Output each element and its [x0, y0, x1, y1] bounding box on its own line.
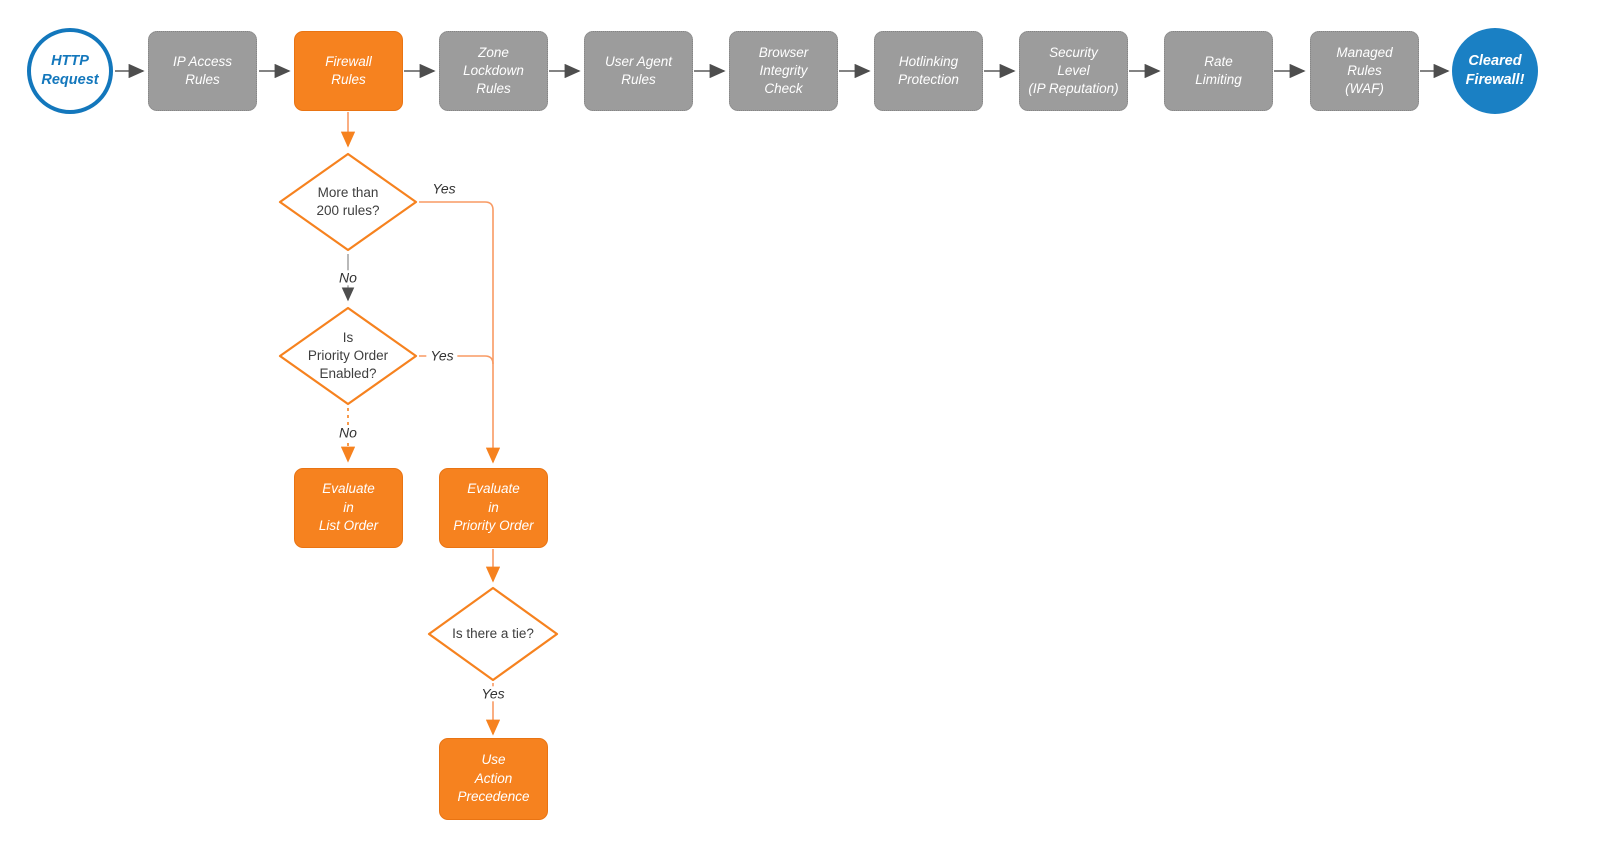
step-ip-access-rules: IP Access Rules — [148, 31, 257, 111]
diamond-shape — [278, 152, 418, 252]
decision-label: More than 200 rules? — [316, 184, 380, 218]
edge-label-yes-3: Yes — [477, 685, 509, 702]
action-label: Evaluate in Priority Order — [453, 481, 534, 534]
step-security-level: Security Level (IP Reputation) — [1019, 31, 1128, 111]
step-label: IP Access Rules — [172, 54, 233, 87]
step-zone-lockdown-rules: Zone Lockdown Rules — [439, 31, 548, 111]
step-label: Hotlinking Protection — [898, 54, 959, 87]
step-firewall-rules: Firewall Rules — [294, 31, 403, 111]
decision-more-than-200-rules: More than 200 rules? — [278, 152, 418, 252]
step-label: Security Level (IP Reputation) — [1028, 45, 1119, 96]
decision-label: Is Priority Order Enabled? — [307, 329, 389, 382]
decision-label: Is there a tie? — [452, 625, 534, 641]
action-evaluate-in-priority-order: Evaluate in Priority Order — [439, 468, 548, 548]
decision-priority-order-enabled: Is Priority Order Enabled? — [278, 306, 418, 406]
action-use-action-precedence: Use Action Precedence — [439, 738, 548, 820]
step-user-agent-rules: User Agent Rules — [584, 31, 693, 111]
action-label: Evaluate in List Order — [318, 481, 379, 534]
step-browser-integrity-check: Browser Integrity Check — [729, 31, 838, 111]
step-hotlinking-protection: Hotlinking Protection — [874, 31, 983, 111]
step-label: Managed Rules (WAF) — [1336, 45, 1393, 96]
start-node-http-request: HTTP Request — [27, 28, 113, 114]
end-node-cleared-firewall: Cleared Firewall! — [1452, 28, 1538, 114]
diamond-shape — [427, 586, 559, 682]
step-label: Zone Lockdown Rules — [463, 45, 524, 96]
action-label: Use Action Precedence — [457, 752, 530, 805]
start-node-label: HTTP Request — [41, 53, 99, 88]
edge-label-no-1: No — [335, 269, 361, 286]
step-managed-rules-waf: Managed Rules (WAF) — [1310, 31, 1419, 111]
edge-label-yes-2: Yes — [426, 347, 458, 364]
step-rate-limiting: Rate Limiting — [1164, 31, 1273, 111]
step-label: Firewall Rules — [325, 54, 372, 87]
step-label: Rate Limiting — [1195, 54, 1242, 87]
decision-is-there-a-tie: Is there a tie? — [427, 586, 559, 682]
edge-label-no-2: No — [335, 424, 361, 441]
step-label: Browser Integrity Check — [758, 45, 809, 96]
step-label: User Agent Rules — [604, 54, 673, 87]
end-node-label: Cleared Firewall! — [1465, 53, 1525, 88]
edge-label-yes-1: Yes — [428, 180, 460, 197]
action-evaluate-in-list-order: Evaluate in List Order — [294, 468, 403, 548]
diamond-shape — [278, 306, 418, 406]
